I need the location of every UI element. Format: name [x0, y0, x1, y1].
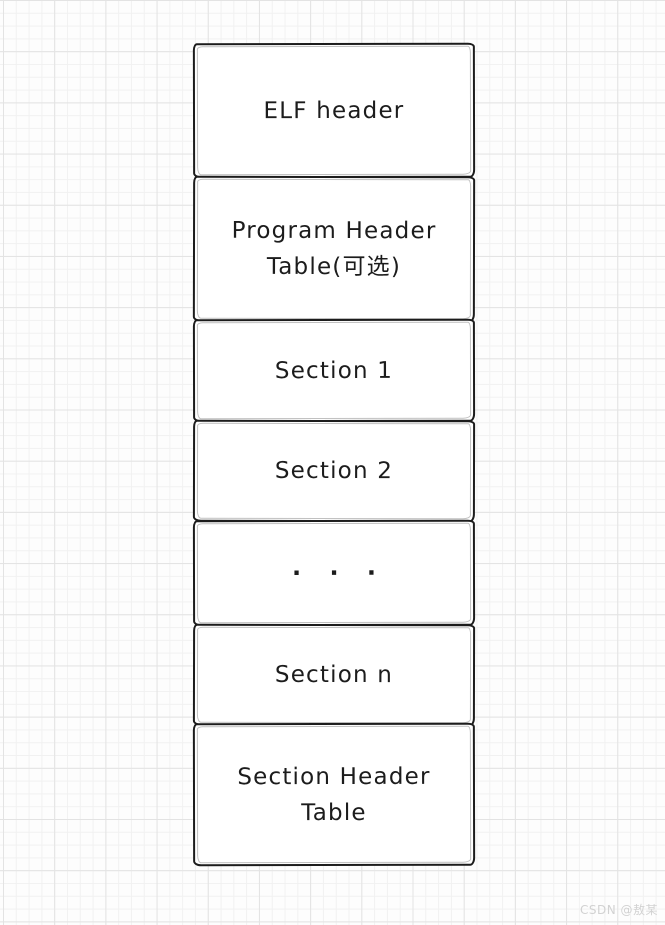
ellipsis-dots: · · ·	[291, 558, 387, 587]
box-section-header-table: Section Header Table	[192, 722, 476, 867]
box-label: Section 1	[274, 357, 394, 385]
box-label-line: Table(可选)	[266, 253, 402, 280]
elf-structure-stack: ELF header Program Header Table(可选) Sect…	[192, 42, 476, 867]
box-section-2: Section 2	[192, 419, 476, 523]
box-label-line: Table	[301, 799, 367, 826]
box-label: Section n	[274, 661, 394, 688]
box-label-line: Section Header	[237, 763, 431, 790]
box-section-1: Section 1	[192, 319, 476, 423]
csdn-watermark: CSDN @敖某	[579, 903, 658, 917]
box-program-header-table: Program Header Table(可选)	[192, 175, 476, 322]
box-ellipsis: · · ·	[192, 519, 476, 627]
box-elf-header: ELF header	[192, 42, 476, 179]
box-section-n: Section n	[192, 623, 476, 726]
box-label-line: Program Header	[231, 217, 437, 244]
box-label: ELF header	[263, 97, 405, 124]
box-label: Section 2	[274, 457, 394, 485]
